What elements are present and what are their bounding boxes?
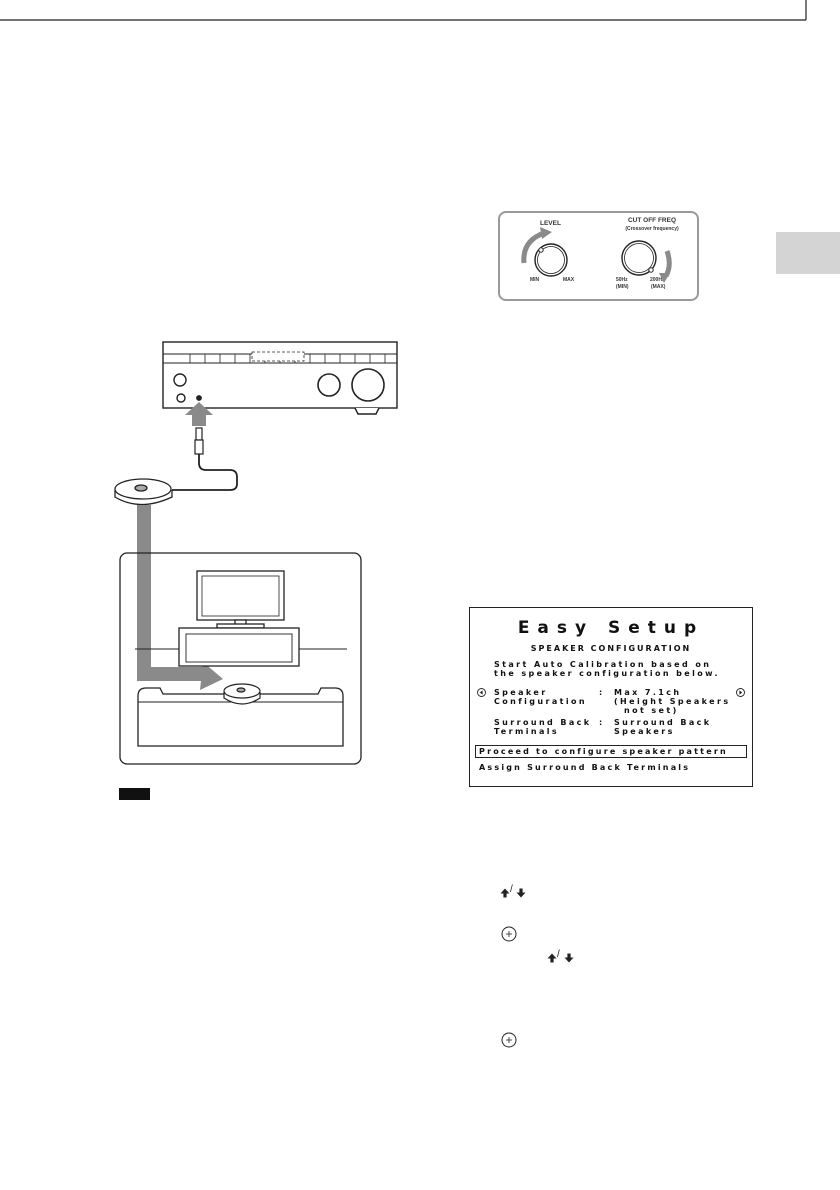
- arrow-down-icon: [516, 888, 526, 898]
- arrow-up-icon: [547, 953, 557, 963]
- speaker-config-value-3: not set): [624, 706, 679, 715]
- enter-button-icon: [501, 1032, 517, 1048]
- subwoofer-knob-panel: LEVEL CUT OFF FREQ (Crossover frequency)…: [498, 211, 699, 301]
- arrow-shaft: [192, 412, 206, 426]
- speaker-config-value-2: (Height Speakers: [614, 697, 731, 706]
- mic-on-sofa: [223, 683, 261, 705]
- intro-line-1: Start Auto Calibration based on: [494, 660, 712, 669]
- arrow-separator: /: [510, 884, 513, 895]
- av-receiver: [162, 341, 398, 415]
- arrow-left-icon[interactable]: [477, 688, 486, 697]
- selected-menu-highlight: [475, 745, 747, 758]
- arrow-separator: /: [557, 949, 560, 960]
- screen-subtitle: SPEAKER CONFIGURATION: [530, 644, 692, 653]
- receiver-mic-illustration: [114, 341, 398, 765]
- arrow-up-icon: [500, 888, 510, 898]
- placement-arrow: [137, 505, 223, 690]
- calibration-mic: [114, 478, 173, 506]
- cutoff-knob: [621, 240, 672, 283]
- cutoff-max-hz: 200Hz: [650, 277, 665, 283]
- arrow-down-icon: [564, 953, 574, 963]
- speaker-config-colon: :: [599, 688, 605, 697]
- speaker-config-value-1[interactable]: Max 7.1ch: [614, 688, 682, 697]
- cutoff-max-tag: (MAX): [651, 284, 666, 290]
- level-min-label: MIN: [530, 277, 540, 283]
- mic-cable: [172, 427, 238, 491]
- cutoff-min-tag: (MIN): [616, 284, 629, 290]
- surround-back-label-1: Surround Back: [494, 718, 592, 727]
- surround-back-value-1[interactable]: Surround Back: [614, 718, 712, 727]
- note-badge: [119, 788, 150, 800]
- level-knob: [521, 227, 568, 277]
- cutoff-title: CUT OFF FREQ: [627, 217, 677, 224]
- easy-setup-screen: Easy Setup SPEAKER CONFIGURATION Start A…: [469, 607, 753, 787]
- speaker-config-label-1: Speaker: [494, 688, 548, 697]
- arrow-head: [185, 402, 213, 415]
- surround-back-value-2: Speakers: [614, 727, 675, 736]
- knob-drawings: [521, 227, 672, 283]
- menu-item-assign[interactable]: Assign Surround Back Terminals: [479, 763, 691, 772]
- tv-stand: [178, 627, 300, 667]
- speaker-config-label-2: Configuration: [494, 697, 588, 706]
- header-rule: [0, 0, 807, 21]
- cutoff-subtitle: (Crossover frequency): [625, 226, 679, 232]
- surround-back-colon: :: [599, 718, 605, 727]
- surround-back-label-2: Terminals: [494, 727, 560, 736]
- level-max-label: MAX: [563, 277, 575, 283]
- intro-line-2: the speaker configuration below.: [494, 669, 720, 678]
- level-label: LEVEL: [540, 220, 561, 227]
- cutoff-min-hz: 50Hz: [616, 277, 628, 283]
- arrow-right-icon[interactable]: [736, 688, 745, 697]
- menu-item-proceed[interactable]: Proceed to configure speaker pattern: [479, 747, 728, 756]
- screen-title: Easy Setup: [517, 618, 705, 638]
- section-tab: [776, 232, 840, 274]
- room-frame: [119, 552, 362, 765]
- tv: [196, 570, 285, 629]
- enter-button-icon: [501, 926, 517, 942]
